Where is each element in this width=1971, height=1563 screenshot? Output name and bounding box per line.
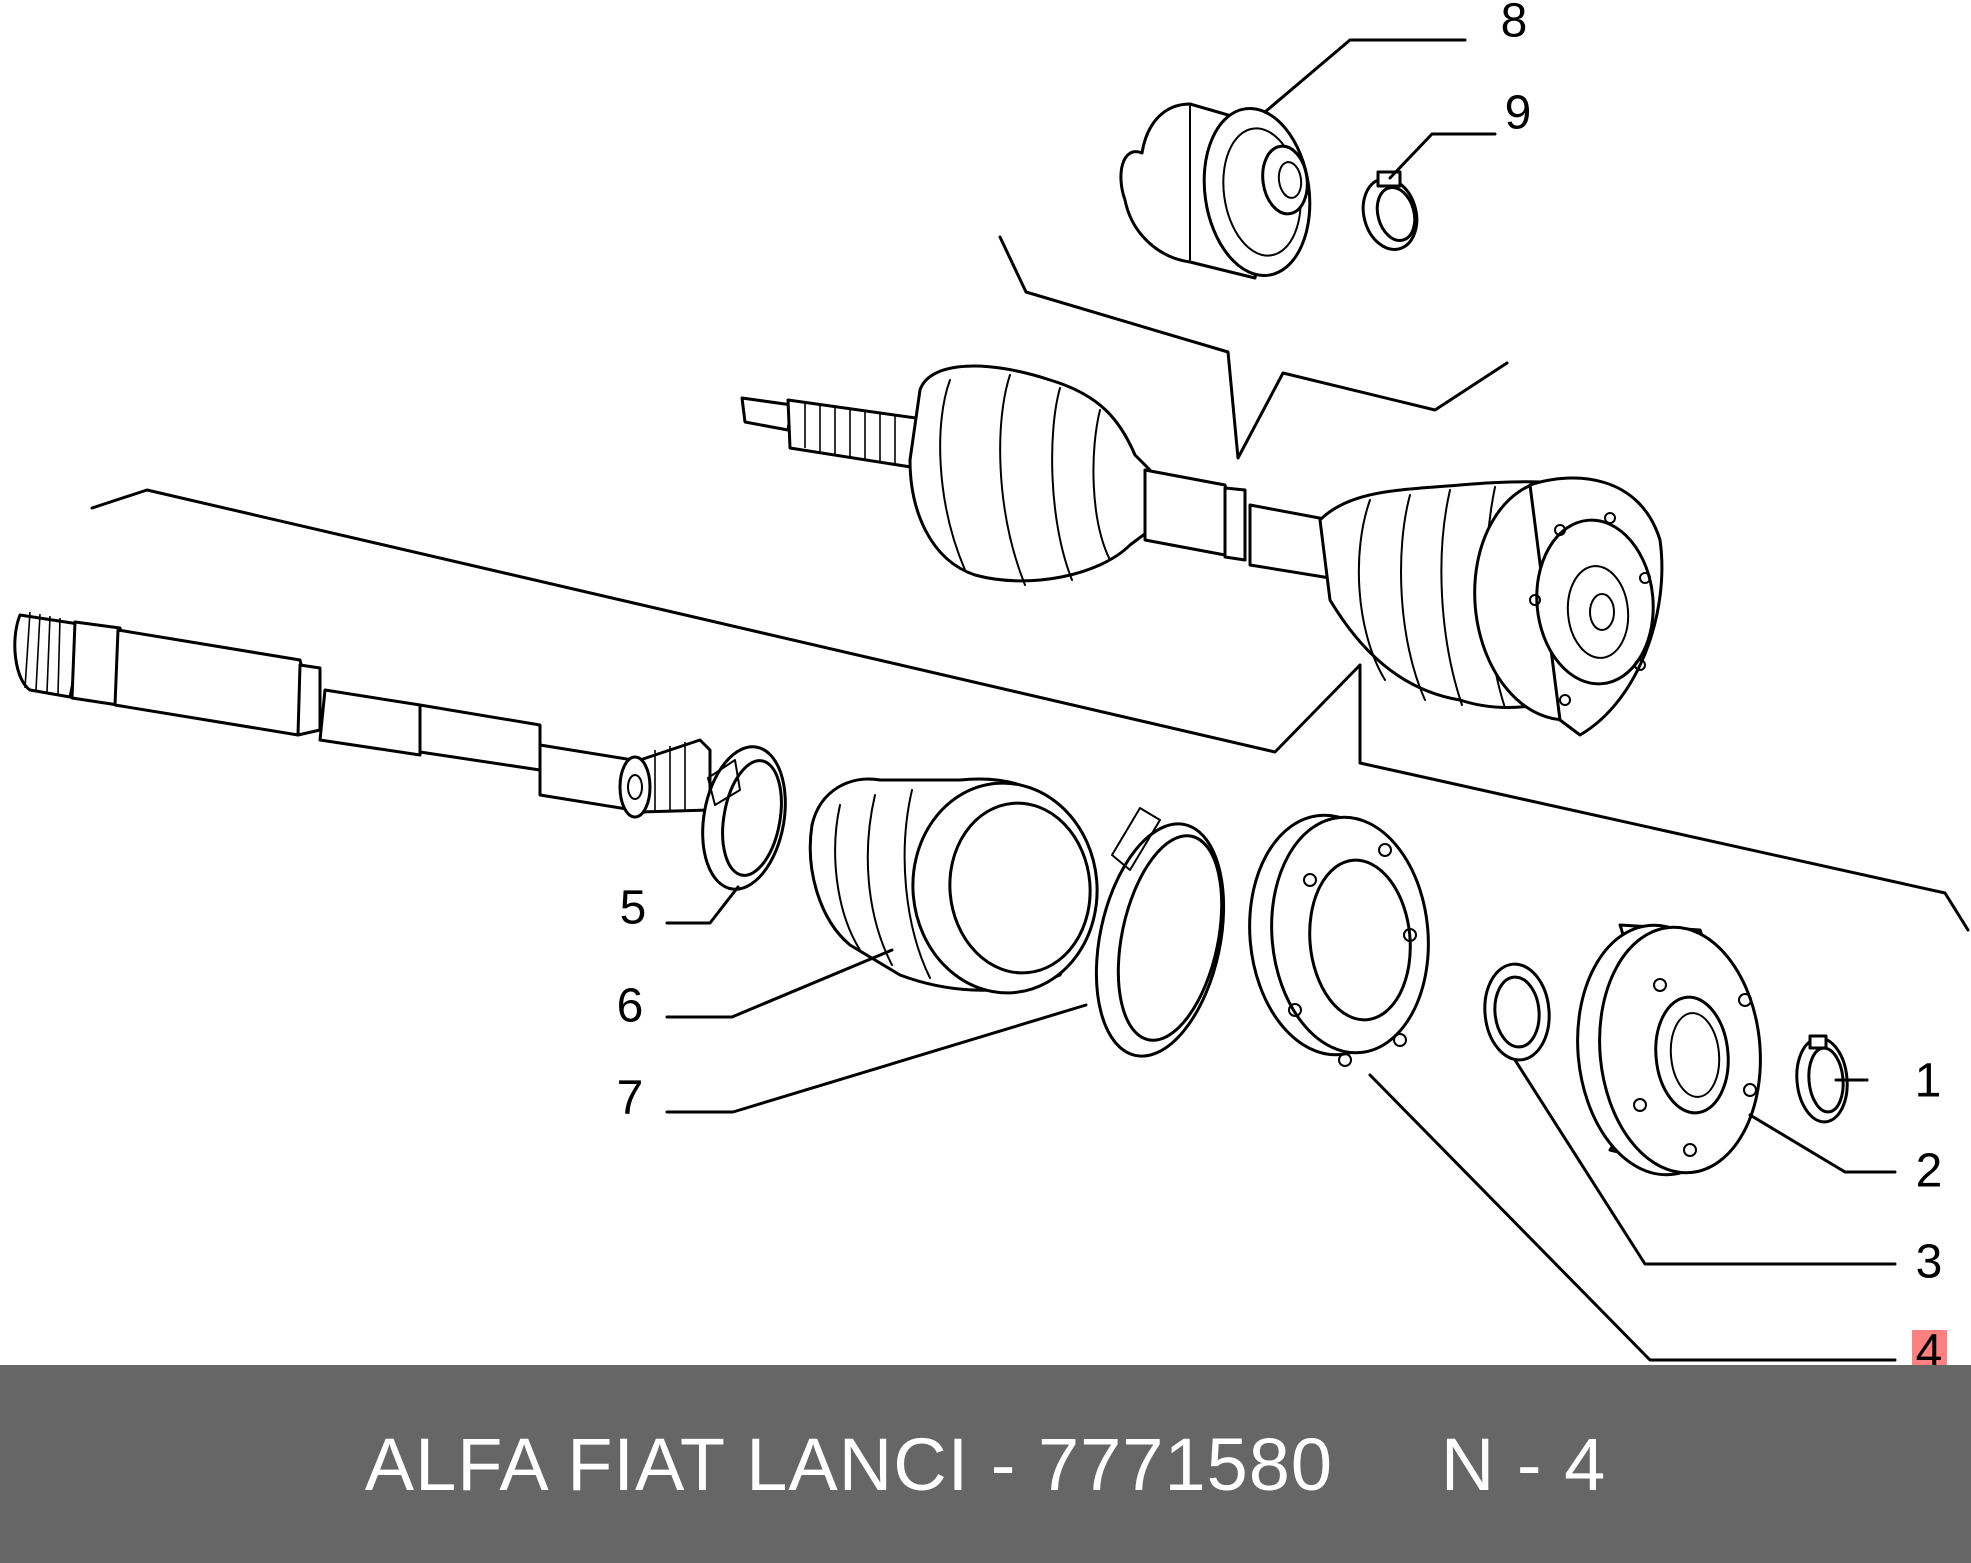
leader-line-9 xyxy=(1388,132,1497,180)
callout-2: 2 xyxy=(1916,1145,1943,1198)
leader-line-7 xyxy=(665,1003,1088,1114)
footer-caption: ALFA FIAT LANCI - 7771580 N - 4 xyxy=(364,1422,1607,1506)
callout-5: 5 xyxy=(620,882,647,935)
callout-4: 4 xyxy=(1916,1326,1943,1366)
item-5-small-clamp xyxy=(701,745,787,891)
shaft-group-bracket xyxy=(90,488,1970,932)
callout-1: 1 xyxy=(1915,1055,1942,1108)
leader-line-4 xyxy=(1368,1073,1897,1362)
item-1-circlip xyxy=(1795,1034,1849,1124)
callout-4-highlight xyxy=(1912,1330,1947,1365)
leader-line-5 xyxy=(665,885,740,925)
exploded-parts-diagram: 1 2 3 4 5 6 7 8 9 xyxy=(13,0,1970,1366)
leader-line-3 xyxy=(1513,1058,1897,1266)
leader-line-8 xyxy=(1263,38,1467,114)
item-9-circlip xyxy=(1361,170,1419,251)
footer-bar: ALFA FIAT LANCI - 7771580 N - 4 xyxy=(0,1365,1971,1563)
callout-9: 9 xyxy=(1505,87,1532,140)
item-7-large-clamp xyxy=(1094,807,1226,1058)
item-4-flange xyxy=(1248,813,1430,1067)
item-6-boot xyxy=(808,777,1099,995)
assembly-group-bracket xyxy=(998,235,1509,460)
callout-3: 3 xyxy=(1916,1236,1943,1289)
item-2-joint-hub xyxy=(1576,923,1762,1177)
callout-8: 8 xyxy=(1501,0,1528,48)
item-3-washer xyxy=(1483,962,1551,1062)
leader-line-6 xyxy=(665,948,894,1019)
callout-6: 6 xyxy=(617,980,644,1033)
drive-shaft-assembly xyxy=(740,364,1664,737)
callout-7: 7 xyxy=(617,1072,644,1125)
long-shaft xyxy=(13,611,712,819)
item-8-joint-housing xyxy=(1119,102,1312,280)
leader-line-2 xyxy=(1748,1113,1897,1174)
